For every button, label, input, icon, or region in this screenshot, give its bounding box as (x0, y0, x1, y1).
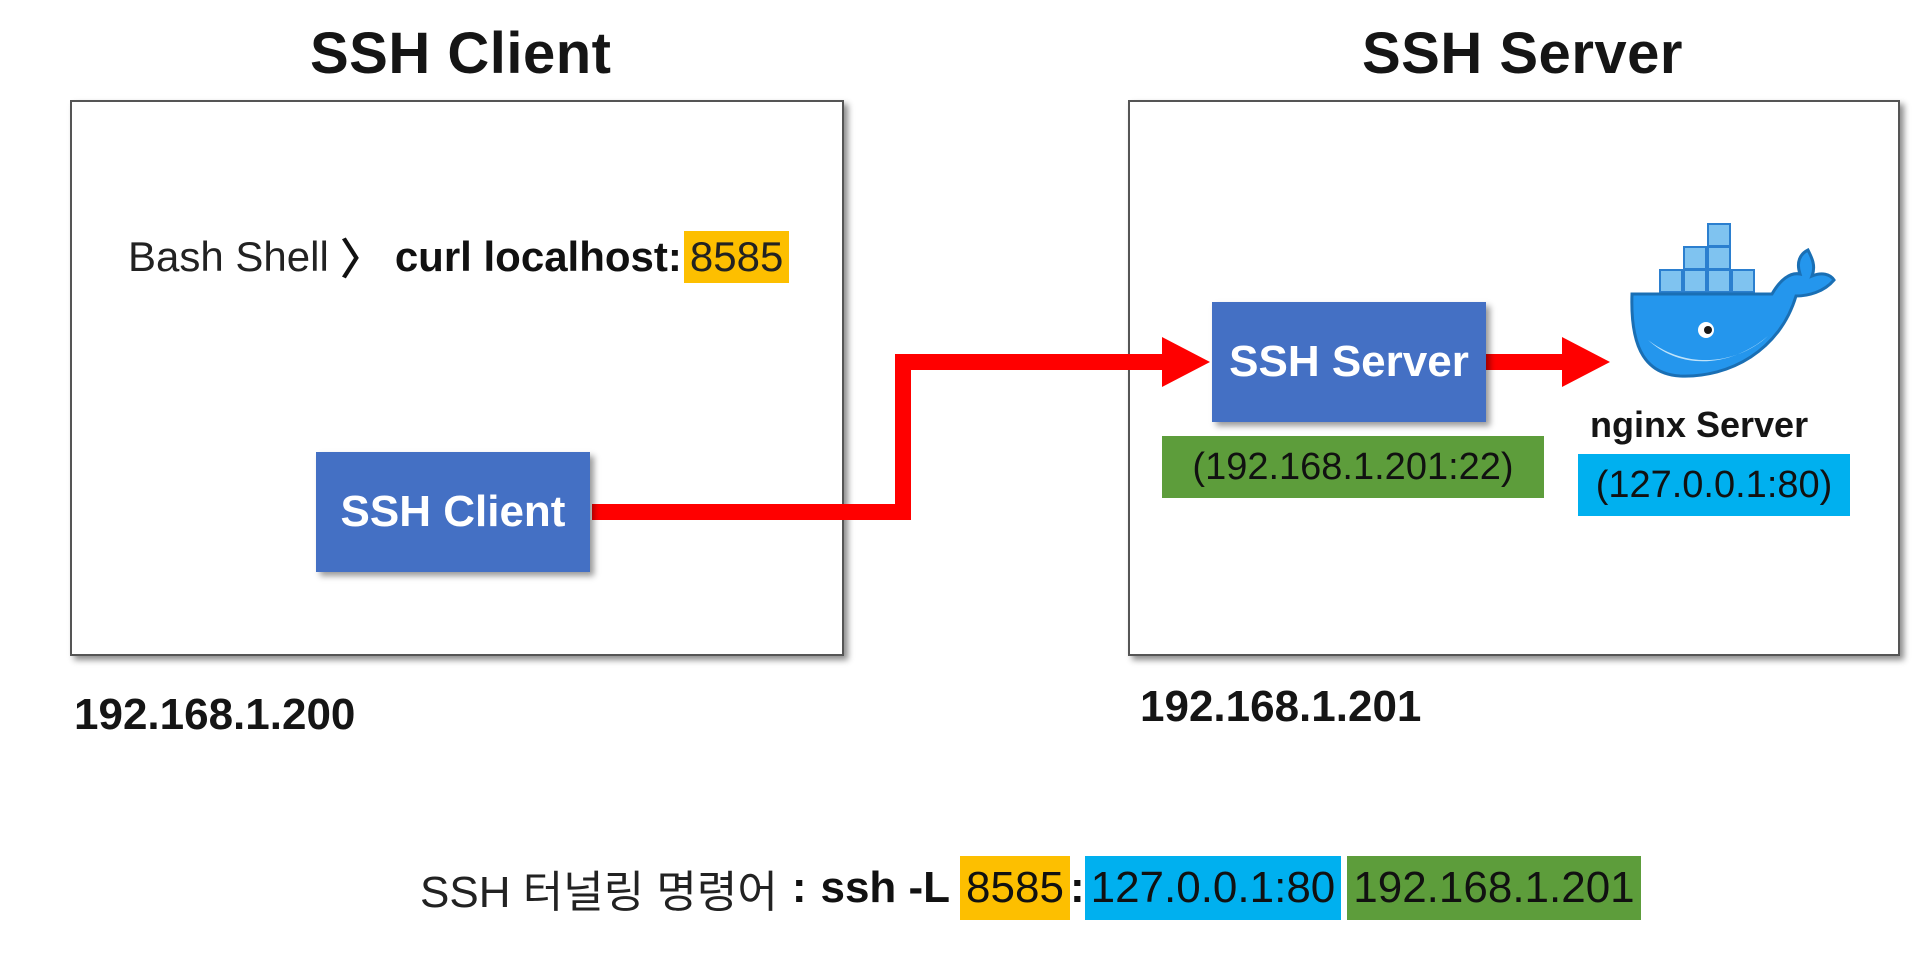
tunnel-connector (592, 354, 1172, 520)
nginx-server-label: nginx Server (1590, 404, 1809, 445)
prompt-chevron: 〉 (340, 236, 383, 283)
ssh-tunnel-command: SSH 터널링 명령어 : ssh -L 8585 : 127.0.0.1:80… (420, 856, 1641, 920)
command-separator: : (1069, 863, 1085, 912)
server-address-highlight: (192.168.1.201:22) (1162, 436, 1544, 498)
command-colon: : (791, 863, 807, 912)
command-prefix: SSH 터널링 명령어 (420, 868, 778, 917)
shell-command: curl localhost: (394, 232, 682, 280)
forward-arrowhead (1562, 337, 1610, 387)
nginx-address-highlight: (127.0.0.1:80) (1578, 454, 1850, 516)
client-title: SSH Client (310, 21, 612, 86)
server-ip: 192.168.1.201 (1140, 682, 1422, 731)
ssh-server-box: SSH Server (1212, 302, 1486, 422)
server-title: SSH Server (1362, 21, 1683, 86)
ssh-client-box: SSH Client (316, 452, 590, 572)
shell-prompt: Bash Shell (128, 232, 329, 280)
client-ip: 192.168.1.200 (74, 690, 356, 739)
shell-port-highlight: 8585 (683, 230, 790, 283)
local-port-highlight: 8585 (960, 856, 1070, 920)
tunnel-arrowhead (1162, 337, 1210, 387)
host-highlight: 192.168.1.201 (1347, 856, 1641, 920)
target-highlight: 127.0.0.1:80 (1084, 856, 1342, 920)
bash-shell-line: Bash Shell 〉 curl localhost: 8585 (128, 226, 790, 287)
command-text: ssh -L (820, 863, 951, 912)
